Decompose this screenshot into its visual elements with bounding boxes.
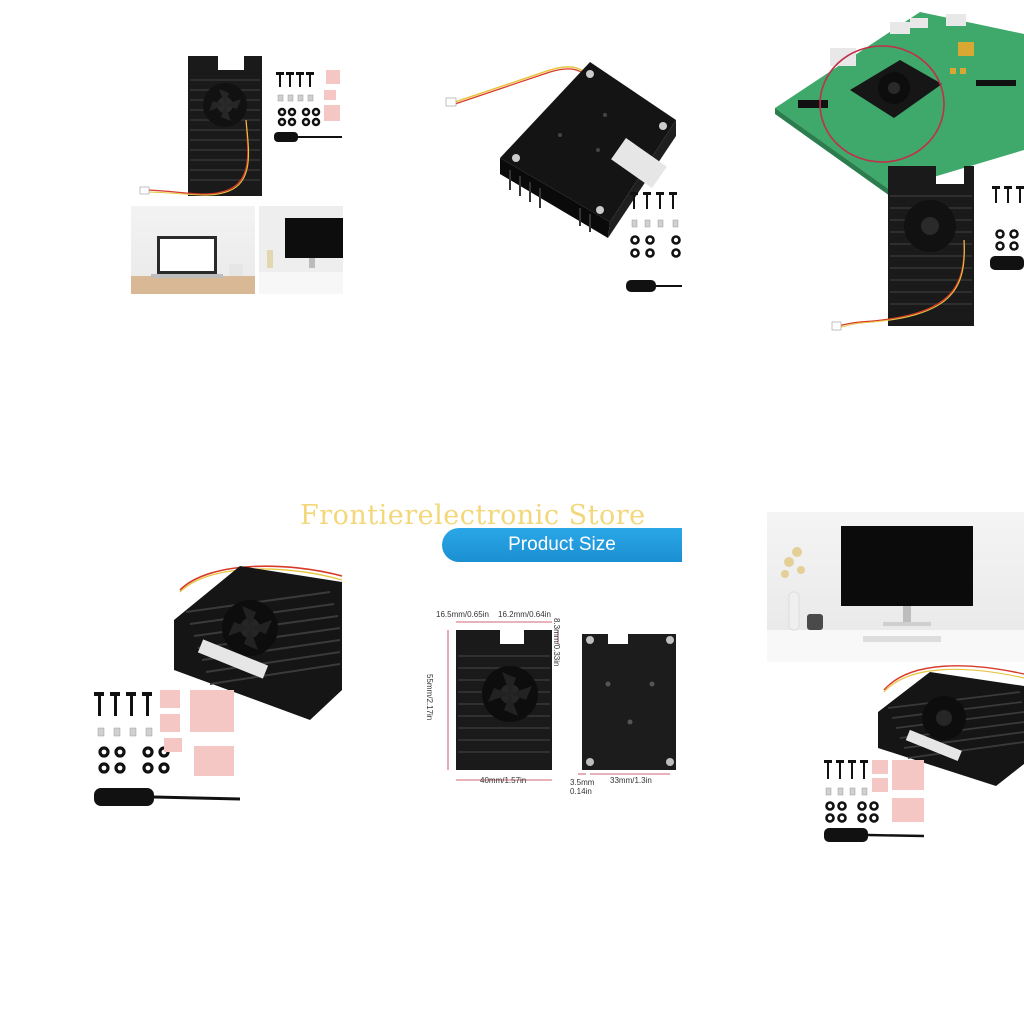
tile-heatsink-angled-kit <box>90 550 350 820</box>
tile-heatsink-bottom-view <box>430 40 690 305</box>
photo-monitor-desk-large <box>767 512 1024 662</box>
dimension-drawing <box>447 621 676 781</box>
board-mounted-illustration <box>775 12 1024 331</box>
product-size-banner: Product Size <box>442 528 682 562</box>
dim-height: 55mm/2.17in <box>425 674 434 721</box>
heatsink-bottom-illustration <box>445 62 682 292</box>
tile-heatsink-on-board <box>770 0 1024 335</box>
tile-heatsink-top-view <box>128 40 343 300</box>
dim-edge-offset-mm: 3.5mm <box>570 778 595 787</box>
dim-right-depth: 8.3mm/0.33in <box>552 618 561 667</box>
dim-width: 40mm/1.57in <box>480 776 527 785</box>
heatsink-kit-small-illustration <box>824 665 1024 842</box>
heatsink-fan-illustration <box>139 56 342 196</box>
store-watermark: Frontierelectronic Store <box>300 500 646 531</box>
dim-edge-offset-in: 0.14in <box>570 787 592 796</box>
heatsink-kit-illustration <box>94 565 343 806</box>
tile-product-size: 16.5mm/0.65in 16.2mm/0.64in 8.3mm/0.33in… <box>425 606 690 806</box>
photo-monitor-desk <box>259 206 343 294</box>
dim-top-left: 16.5mm/0.65in <box>436 610 489 619</box>
dim-hole-spacing: 33mm/1.3in <box>610 776 652 785</box>
photo-laptop-desk <box>131 206 255 294</box>
dim-top-middle: 16.2mm/0.64in <box>498 610 551 619</box>
tile-heatsink-kit-small <box>820 660 1024 850</box>
